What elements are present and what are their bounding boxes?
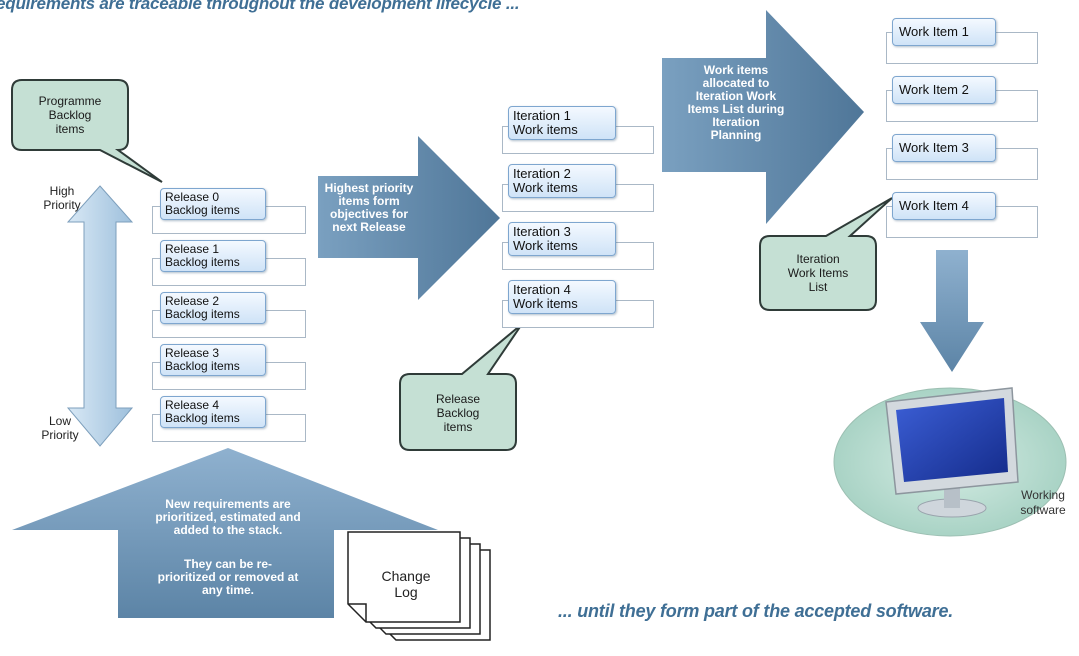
release-backlog-callout: Release Backlog items [402,380,514,446]
release-0-box: Release 0 Backlog items [160,188,266,220]
iteration-1-box: Iteration 1 Work items [508,106,616,140]
release-4-box: Release 4 Backlog items [160,396,266,428]
working-software-label: Working software [1020,488,1066,517]
bottom-heading: ... until they form part of the accepted… [558,601,954,621]
delivery-down-arrow [920,250,984,372]
work-item-3-box: Work Item 3 [892,134,996,162]
new-requirements-arrow [12,448,438,618]
new-requirements-text-1: New requirements are prioritized, estima… [155,497,301,537]
iteration-planning-text: Work items allocated to Iteration Work I… [687,63,785,142]
release-backlog-callout-shape [399,323,523,451]
priority-double-arrow [66,185,134,447]
high-priority-label: High Priority [43,184,81,212]
programme-backlog-callout: Programme Backlog items [14,84,126,146]
work-item-1-box: Work Item 1 [892,18,996,46]
release-3-box: Release 3 Backlog items [160,344,266,376]
work-item-4-box: Work Item 4 [892,192,996,220]
work-item-2-box: Work Item 2 [892,76,996,104]
iteration-3-box: Iteration 3 Work items [508,222,616,256]
release-objectives-arrow [318,136,500,300]
iteration-4-box: Iteration 4 Work items [508,280,616,314]
iteration-planning-arrow [662,10,864,224]
release-objectives-text: Highest priority items form objectives f… [324,181,414,234]
iteration-list-callout: Iteration Work Items List [762,240,874,306]
working-software-illustration [833,387,1067,537]
release-2-box: Release 2 Backlog items [160,292,266,324]
iteration-list-label: Iteration Work Items List [787,252,849,294]
iteration-2-box: Iteration 2 Work items [508,164,616,198]
programme-backlog-callout-shape [11,79,163,183]
change-log-pages [347,531,491,641]
low-priority-label: Low Priority [41,414,79,442]
programme-backlog-label: Programme Backlog items [38,94,102,136]
change-log-label: Change Log [381,568,431,600]
release-backlog-label: Release Backlog items [435,392,481,434]
release-1-box: Release 1 Backlog items [160,240,266,272]
new-requirements-text-2: They can be re- prioritized or removed a… [157,557,299,597]
top-heading: equirements are traceable throughout the… [0,0,520,13]
iteration-list-callout-shape [759,197,893,311]
